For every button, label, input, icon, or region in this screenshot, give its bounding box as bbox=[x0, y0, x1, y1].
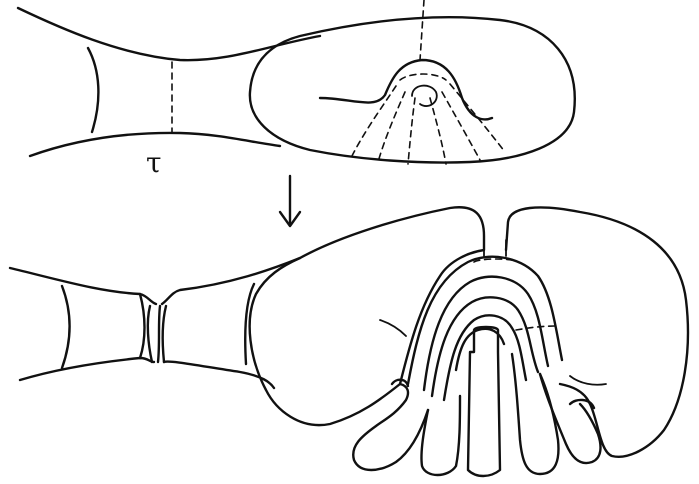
top-body-outline bbox=[250, 17, 575, 162]
top-fan-line-6 bbox=[450, 84, 505, 152]
top-fan-line-4 bbox=[430, 98, 446, 164]
pinch-right-inner bbox=[158, 306, 160, 362]
bottom-neck-lower-edge-left bbox=[20, 358, 154, 380]
top-fan-line-5 bbox=[442, 92, 480, 160]
top-surface: τ bbox=[18, 0, 575, 179]
bottom-surface bbox=[10, 207, 688, 476]
pinch-left-wall bbox=[140, 294, 145, 358]
center-column bbox=[468, 327, 500, 476]
arch-right-stub bbox=[570, 376, 606, 385]
pinch-right-wall bbox=[163, 306, 166, 362]
bottom-neck-upper-edge-left bbox=[10, 268, 156, 304]
top-fan-line-3 bbox=[408, 98, 415, 164]
top-fan-line-1 bbox=[350, 86, 396, 160]
top-neck-left-cap bbox=[88, 48, 98, 132]
bottom-left-cap bbox=[62, 286, 70, 368]
arch-left-stub bbox=[380, 320, 406, 336]
top-bump-inner-loop bbox=[412, 86, 437, 106]
top-fan-line-2 bbox=[378, 92, 405, 162]
tau-label: τ bbox=[146, 146, 162, 179]
transition-arrow bbox=[280, 176, 300, 226]
arch-2 bbox=[424, 277, 548, 390]
bottom-neck-lower-edge-right bbox=[164, 362, 274, 388]
top-vertical-axis bbox=[420, 0, 424, 60]
top-cap-dash-arc bbox=[400, 74, 446, 80]
top-neck-upper-edge bbox=[18, 8, 320, 60]
arch-dashed-band bbox=[516, 326, 556, 330]
finger-left bbox=[421, 396, 460, 475]
finger-far-left bbox=[353, 384, 428, 470]
right-lobe-outline bbox=[506, 207, 688, 456]
bottom-neck-upper-edge-right bbox=[162, 258, 300, 304]
top-bump bbox=[320, 60, 492, 119]
left-lobe-outline bbox=[250, 207, 484, 425]
pinch-left-inner bbox=[148, 306, 152, 362]
finger-right bbox=[512, 354, 558, 474]
